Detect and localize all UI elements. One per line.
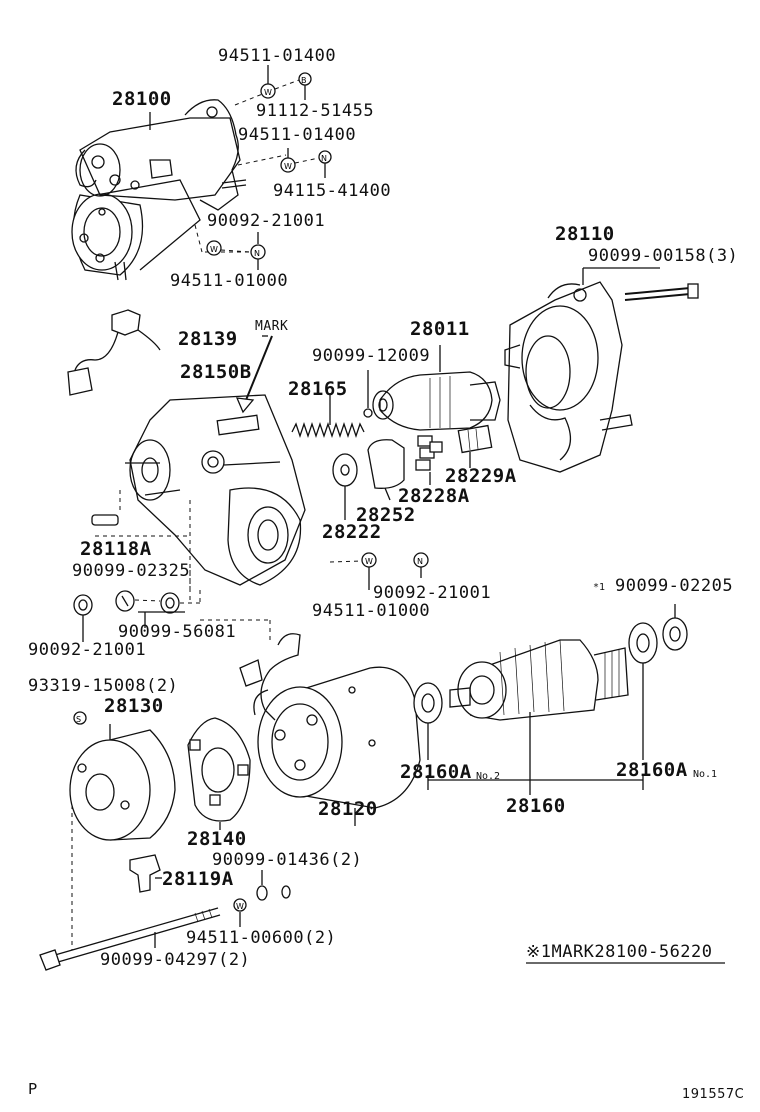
part-label-94511-01000-top: 94511-01000 <box>170 271 289 291</box>
part-label-90099-12009: 90099-12009 <box>312 346 431 366</box>
svg-text:B: B <box>301 76 307 85</box>
part-label-90099-56081: 90099-56081 <box>118 622 237 642</box>
magnetic-switch-28150b-drawing <box>67 309 501 600</box>
footer-left-code: P <box>28 1080 38 1098</box>
part-label-90099-04297: 90099-04297(2) <box>100 950 251 970</box>
footer-illustration-number: 191557C <box>682 1087 745 1102</box>
yoke-assembly-28120-drawing <box>200 619 421 826</box>
svg-text:N: N <box>254 249 260 258</box>
part-label-28160: 28160 <box>506 795 566 817</box>
starter-assembly-28100-drawing <box>71 92 287 281</box>
part-label-28118a: 28118A <box>80 538 152 560</box>
brush-holder-28140-drawing <box>187 717 251 830</box>
part-label-28140: 28140 <box>187 828 247 850</box>
svg-text:W: W <box>236 902 244 911</box>
svg-text:N: N <box>417 557 423 566</box>
part-label-28139: 28139 <box>178 328 238 350</box>
part-label-28011: 28011 <box>410 318 470 340</box>
part-label-90092-21001-left: 90092-21001 <box>28 640 147 660</box>
part-label-90099-01436: 90099-01436(2) <box>212 850 363 870</box>
part-label-91112-51455: 91112-51455 <box>256 101 375 121</box>
part-label-28229a: 28229A <box>445 465 517 487</box>
part-label-93319-15008: 93319-15008(2) <box>28 676 179 696</box>
part-label-28160a-no1: 28160A <box>616 759 688 781</box>
svg-text:W: W <box>210 245 218 254</box>
svg-text:S: S <box>76 715 81 724</box>
end-frame-28130-drawing: S <box>69 711 176 950</box>
small-parts-left: W N <box>73 514 429 642</box>
mark-note: ※1MARK28100-56220 <box>526 942 713 962</box>
armature-28160-drawing <box>413 604 688 795</box>
part-label-28252: 28252 <box>356 504 416 526</box>
bottom-fasteners: W <box>39 854 725 971</box>
svg-text:N: N <box>321 154 327 163</box>
part-label-28222: 28222 <box>322 521 382 543</box>
part-label-90099-00158: 90099-00158(3) <box>588 246 739 266</box>
part-label-28100: 28100 <box>112 88 172 110</box>
part-label-28120: 28120 <box>318 798 378 820</box>
part-label-28150b: 28150B <box>180 361 252 383</box>
bearing-no1-note: No.1 <box>693 769 718 780</box>
svg-text:W: W <box>365 557 373 566</box>
part-label-28119a: 28119A <box>162 868 234 890</box>
part-label-94115-41400: 94115-41400 <box>273 181 392 201</box>
part-label-28130: 28130 <box>104 695 164 717</box>
part-label-28228a: 28228A <box>398 485 470 507</box>
part-label-90092-21001-mid: 90092-21001 <box>373 583 492 603</box>
fastener-symbols-top: W B W N W N <box>206 65 332 270</box>
part-label-28160a-no2: 28160A <box>400 761 472 783</box>
part-label-94511-01400-mid: 94511-01400 <box>238 125 357 145</box>
part-label-94511-01400-top: 94511-01400 <box>218 46 337 66</box>
part-label-94511-00600: 94511-00600(2) <box>186 928 337 948</box>
part-label-90092-21001-top: 90092-21001 <box>207 211 326 231</box>
svg-text:W: W <box>284 162 292 171</box>
part-label-90099-02325: 90099-02325 <box>72 561 191 581</box>
part-label-94511-01000-mid: 94511-01000 <box>312 601 431 621</box>
svg-text:W: W <box>264 88 272 97</box>
drive-housing-28110-drawing <box>504 267 699 473</box>
part-label-28165: 28165 <box>288 378 348 400</box>
mark-label: MARK <box>255 319 289 334</box>
mark-symbol-1: *1 <box>593 582 606 593</box>
part-label-90099-02205: 90099-02205 <box>615 576 734 596</box>
bearing-no2-note: No.2 <box>476 771 501 782</box>
part-label-28110: 28110 <box>555 223 615 245</box>
